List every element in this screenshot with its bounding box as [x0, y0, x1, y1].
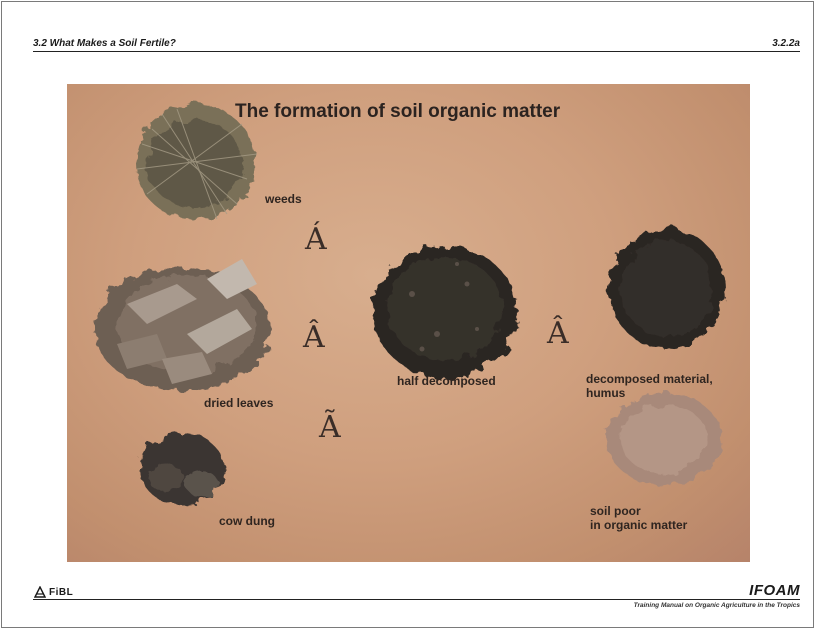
ifoam-logo: IFOAM — [749, 582, 800, 599]
arrow-glyph-4: Â — [547, 318, 569, 350]
label-cow-dung: cow dung — [219, 514, 275, 529]
cow-dung-pile — [140, 433, 224, 505]
manual-title: Training Manual on Organic Agriculture i… — [634, 602, 800, 609]
section-title: 3.2 What Makes a Soil Fertile? — [33, 38, 176, 49]
fibl-logo: FiBL — [34, 586, 73, 598]
arrow-glyph-3: Ã — [319, 412, 341, 444]
label-soil-poor-line1: soil poor — [590, 504, 641, 519]
poor-soil-pile — [606, 393, 722, 485]
label-decomposed-line1: decomposed material, — [586, 372, 713, 387]
arrow-glyph-1: Á — [305, 224, 327, 256]
figure-title: The formation of soil organic matter — [235, 101, 560, 123]
label-half-decomposed: half decomposed — [397, 374, 496, 389]
footer-rule — [33, 599, 800, 600]
fibl-mark-icon — [34, 586, 46, 598]
humus-pile — [609, 229, 725, 349]
header-rule — [33, 51, 800, 52]
label-dried-leaves: dried leaves — [204, 396, 273, 411]
fibl-logo-text: FiBL — [49, 587, 73, 598]
half-decomposed-pile — [373, 246, 517, 378]
label-weeds: weeds — [265, 192, 302, 207]
label-decomposed-line2: humus — [586, 386, 625, 401]
photo-illustration — [67, 84, 750, 562]
arrow-glyph-2: Â — [303, 322, 325, 354]
soil-organic-matter-photo: The formation of soil organic matter wee… — [67, 84, 750, 562]
label-soil-poor-line2: in organic matter — [590, 518, 687, 533]
page-code: 3.2.2a — [772, 38, 800, 49]
